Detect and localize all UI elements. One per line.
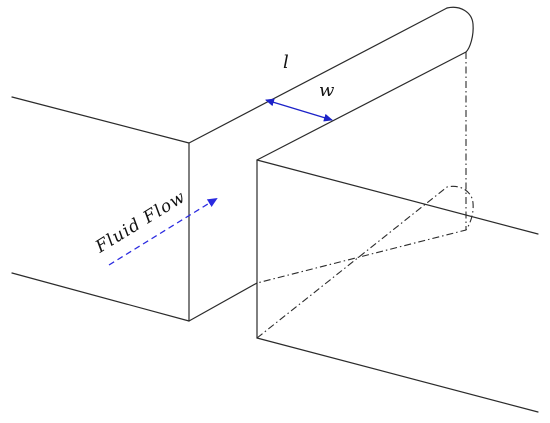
flow-label: Fluid Flow [91, 187, 189, 258]
inlet-bottom-back-edge [11, 272, 190, 322]
slot-left-top-edge [188, 7, 448, 144]
outlet-block [256, 159, 539, 413]
slot-rounded-end-top [446, 6, 474, 53]
inlet-top-back-edge [11, 96, 190, 144]
length-label: l [283, 52, 289, 73]
slot-right-top-edge [256, 51, 467, 161]
outlet-top-edge [256, 159, 539, 235]
outlet-bottom-edge [256, 337, 539, 413]
slot-hidden-bottom-outline [256, 185, 474, 339]
inlet-block [11, 96, 258, 322]
inlet-bottom-side-edge [188, 282, 258, 322]
slot-channel [188, 6, 474, 339]
width-label: w [319, 80, 335, 101]
flow-direction-arrow [108, 197, 218, 266]
width-dimension-arrow [265, 98, 333, 122]
